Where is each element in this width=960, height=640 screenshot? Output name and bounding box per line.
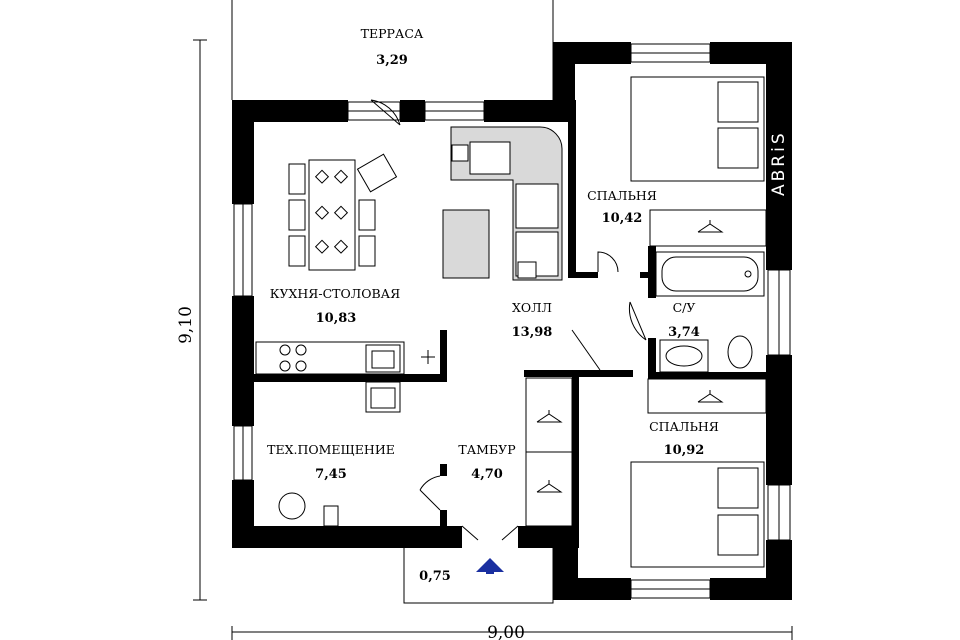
windows bbox=[233, 43, 791, 599]
room-area-porch: 0,75 bbox=[419, 569, 451, 584]
room-area-bedroom-2: 10,92 bbox=[664, 443, 705, 458]
walls bbox=[232, 42, 792, 600]
room-name-hall: ХОЛЛ bbox=[512, 300, 552, 315]
room-area-bathroom: 3,74 bbox=[668, 325, 700, 340]
bed-1 bbox=[630, 76, 765, 182]
room-name-bathroom: С/У bbox=[673, 300, 696, 315]
room-name-terrace: ТЕРРАСА bbox=[361, 26, 424, 41]
room-area-bedroom-1: 10,42 bbox=[602, 211, 643, 226]
room-name-tech: ТЕХ.ПОМЕЩЕНИЕ bbox=[267, 442, 395, 457]
brand-logo: ABRiS bbox=[769, 130, 789, 196]
bath-sink bbox=[659, 339, 709, 373]
hanger-icon bbox=[536, 220, 724, 493]
toilet bbox=[727, 335, 753, 369]
dining-table bbox=[288, 153, 398, 271]
bathtub bbox=[655, 251, 765, 297]
dimension-width: 9,00 bbox=[487, 623, 525, 640]
room-name-bedroom-2: СПАЛЬНЯ bbox=[649, 419, 719, 434]
wardrobe-1 bbox=[649, 209, 767, 247]
terrace-outline bbox=[231, 0, 554, 100]
room-name-vestibule: ТАМБУР bbox=[458, 442, 515, 457]
sofa bbox=[450, 126, 563, 281]
room-area-vestibule: 4,70 bbox=[471, 467, 503, 482]
room-area-terrace: 3,29 bbox=[376, 53, 408, 68]
room-area-kitchen: 10,83 bbox=[316, 311, 357, 326]
bed-2 bbox=[630, 461, 765, 568]
room-area-hall: 13,98 bbox=[512, 325, 553, 340]
dimension-height: 9,10 bbox=[176, 306, 196, 344]
entrance-arrow-stem bbox=[486, 570, 494, 574]
water-heater bbox=[323, 505, 339, 527]
tech-sink bbox=[365, 381, 401, 413]
coffee-table bbox=[442, 209, 490, 279]
room-area-tech: 7,45 bbox=[315, 467, 347, 482]
kitchen-counter bbox=[255, 341, 435, 375]
dimension-lines bbox=[193, 39, 793, 640]
doors bbox=[370, 99, 647, 541]
room-name-bedroom-1: СПАЛЬНЯ bbox=[587, 188, 657, 203]
entrance-arrow-icon bbox=[476, 558, 504, 572]
vestibule-wardrobe bbox=[525, 377, 573, 527]
boiler bbox=[278, 492, 306, 520]
room-name-kitchen: КУХНЯ-СТОЛОВАЯ bbox=[270, 286, 400, 301]
